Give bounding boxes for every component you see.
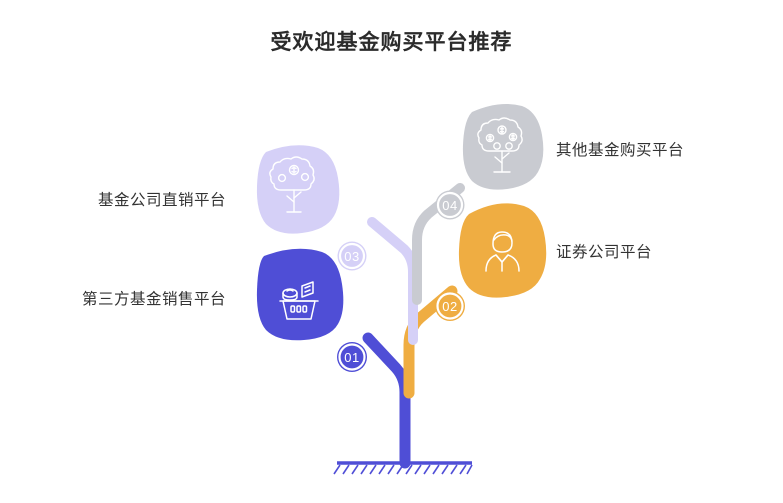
shopping-basket-money-icon	[279, 281, 319, 320]
badge-01-number: 01	[344, 350, 359, 365]
badge-04[interactable]: 04	[435, 190, 465, 220]
trunk-main-stem	[362, 332, 411, 469]
leaf-04-shape	[462, 104, 544, 190]
leaf-02-shape	[458, 203, 547, 298]
businessman-icon	[485, 231, 520, 272]
badge-03[interactable]: 03	[337, 241, 367, 271]
leaf-03-direct-sales[interactable]	[256, 145, 340, 234]
leaf-04-other-platforms[interactable]	[462, 104, 544, 190]
branch-04-stem	[412, 183, 465, 305]
badge-02-number: 02	[442, 299, 457, 314]
badge-04-number: 04	[442, 198, 457, 213]
page-title: 受欢迎基金购买平台推荐	[270, 31, 513, 54]
money-tree-icon	[269, 156, 315, 213]
tree-trunk	[362, 332, 411, 469]
node-label-02: 证券公司平台	[556, 244, 653, 261]
leaf-01-shape	[256, 248, 344, 341]
node-label-01: 第三方基金销售平台	[81, 291, 226, 308]
badge-03-number: 03	[344, 249, 359, 264]
ground-hatch-line	[333, 461, 473, 475]
badge-02[interactable]: 02	[435, 291, 465, 321]
money-tree-coins-icon	[477, 117, 523, 173]
badge-01[interactable]: 01	[337, 342, 367, 372]
node-label-03: 基金公司直销平台	[97, 192, 226, 209]
branch-03-stem	[367, 217, 418, 345]
node-label-04: 其他基金购买平台	[556, 142, 685, 159]
leaf-02-securities[interactable]	[458, 203, 547, 298]
leaf-01-third-party[interactable]	[256, 248, 344, 341]
